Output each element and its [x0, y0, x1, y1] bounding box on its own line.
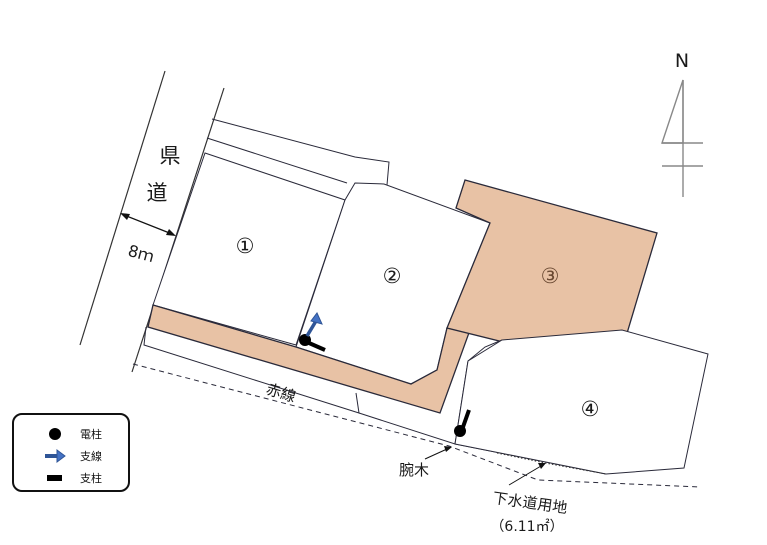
legend-row-guy-wire: 支線: [14, 447, 128, 465]
road-width-arrowhead-left: [120, 213, 130, 220]
sewer-leader-arrowhead: [538, 463, 546, 469]
utility-pole-symbol: [299, 334, 311, 346]
lot-2-label: ②: [383, 264, 402, 288]
guy-wire-symbol: [305, 320, 318, 337]
guy-wire-icon: [45, 449, 66, 463]
sewer-land-label: 下水道用地: [492, 489, 569, 517]
lot-4-label: ④: [581, 397, 600, 421]
crossarm-leader: [424, 448, 448, 460]
red-line-label: 赤線: [264, 380, 298, 406]
pole-icon: [49, 428, 61, 440]
lot-3: [446, 179, 658, 371]
lot-1: [152, 152, 346, 346]
road-edge-left: [79, 70, 166, 346]
legend-support-label: 支柱: [80, 472, 102, 485]
lot-4: [454, 329, 709, 475]
support-icon: [47, 475, 62, 481]
road-edge-right: [131, 87, 225, 373]
road-width-label: 8ｍ: [126, 241, 156, 266]
legend-pole-label: 電柱: [80, 428, 102, 441]
legend-row-support: 支柱: [14, 469, 128, 487]
sewer-leader: [508, 465, 542, 486]
utility-pole-symbol-2: [454, 425, 466, 437]
north-arrow-icon: [661, 79, 684, 144]
road-width-arrow: [123, 214, 173, 235]
legend: 電柱 支線 支柱: [12, 413, 130, 492]
road-label-char-1: 県: [160, 144, 181, 168]
sewer-area-label: （6.11㎡）: [490, 519, 563, 535]
upper-strip-inner: [206, 137, 348, 184]
lot-1-label: ①: [236, 234, 255, 258]
lot-3-label: ③: [541, 264, 560, 288]
legend-row-pole: 電柱: [14, 425, 128, 443]
legend-guy-wire-label: 支線: [80, 450, 102, 463]
support-symbol: [308, 341, 326, 352]
lower-frontage-line-1: [143, 326, 360, 414]
crossarm-leader-arrowhead: [444, 446, 452, 452]
support-symbol-2: [461, 409, 471, 428]
road-label-char-2: 道: [147, 181, 168, 205]
upper-strip-outline: [211, 118, 390, 186]
crossarm-label: 腕木: [399, 461, 429, 479]
guy-wire-arrowhead: [310, 312, 323, 325]
road-width-arrowhead-right: [166, 229, 176, 236]
north-label: N: [675, 50, 689, 72]
dashed-boundary: [132, 363, 701, 488]
